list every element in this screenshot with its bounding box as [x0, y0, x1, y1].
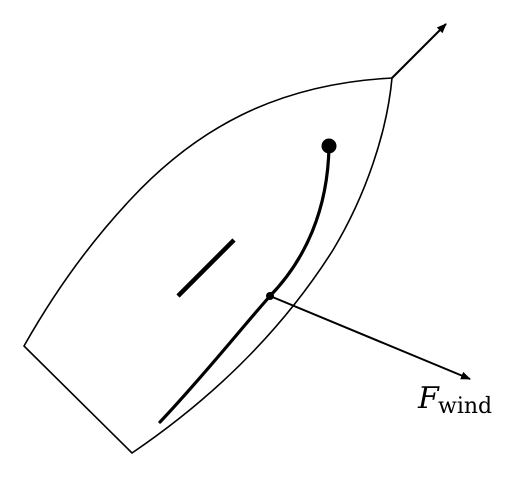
wind-force-arrow [269, 295, 471, 380]
sail-curve [158, 144, 331, 424]
heading-arrow [391, 23, 447, 79]
keel-line [176, 238, 236, 298]
force-subscript: wind [438, 394, 492, 419]
boat-hull [23, 77, 393, 454]
wind-force-label: F wind [417, 381, 492, 419]
force-symbol: F [417, 381, 440, 416]
mast-dot [321, 138, 337, 154]
